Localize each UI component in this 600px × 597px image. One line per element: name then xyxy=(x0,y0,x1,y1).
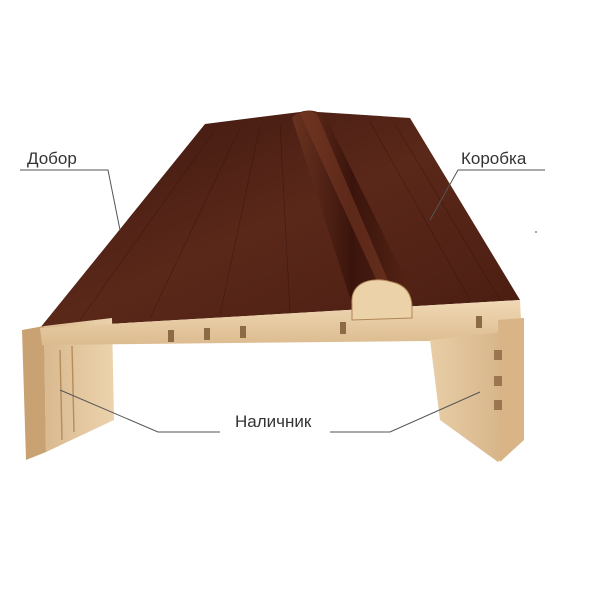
leader-korobka xyxy=(429,169,545,221)
leader-lines xyxy=(20,169,545,433)
label-dobor: Добор xyxy=(27,149,77,168)
leader-dobor xyxy=(20,169,121,231)
leader-nalichnik-left xyxy=(59,389,220,433)
label-nalichnik: Наличник xyxy=(235,412,312,431)
speck xyxy=(535,231,537,233)
end-grain-notches xyxy=(168,316,482,342)
ridge-end-profile xyxy=(351,279,413,321)
ridge-highlight xyxy=(300,111,392,292)
leader-nalichnik-right xyxy=(330,391,481,433)
right-leg-side xyxy=(498,318,524,462)
top-veneer-surface xyxy=(40,112,520,328)
label-korobka: Коробка xyxy=(461,149,527,168)
left-leg-front xyxy=(22,326,46,460)
right-leg-grooves xyxy=(494,350,502,410)
veneer-grain xyxy=(79,121,501,321)
left-leg-grooves xyxy=(59,345,75,441)
